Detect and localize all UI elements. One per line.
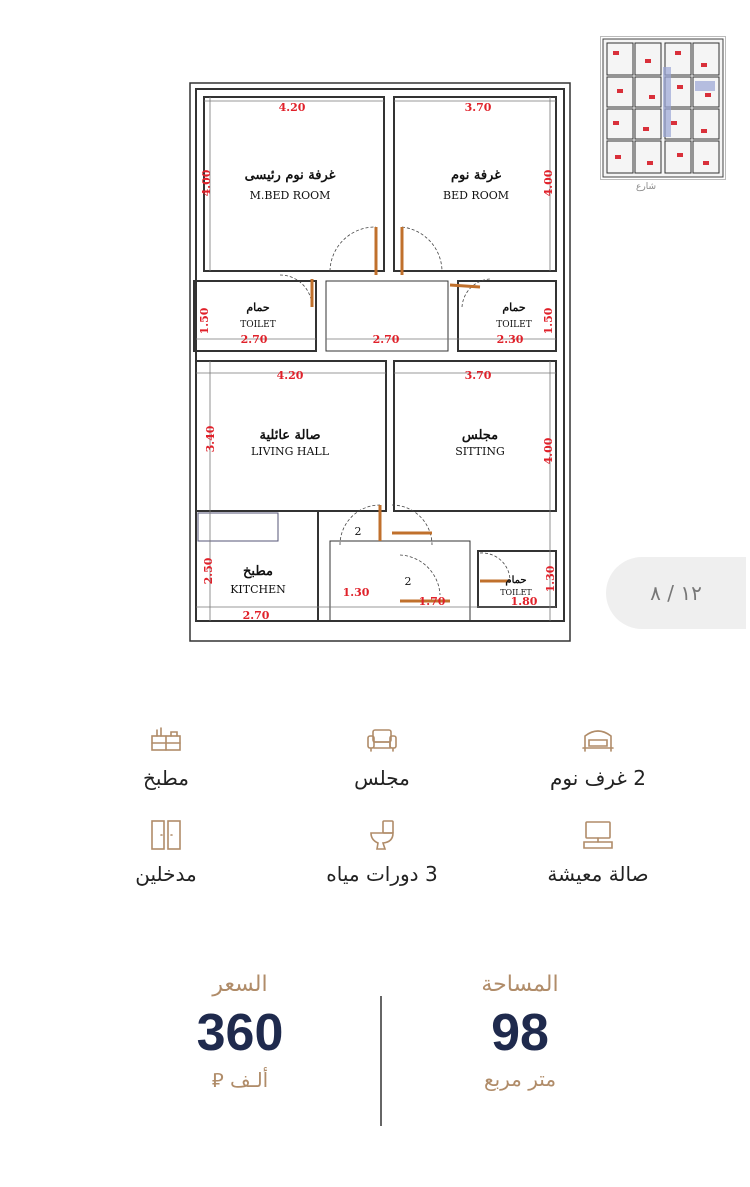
feature-kitchen: مطبخ [76, 722, 256, 790]
room-bed-ar: غرفة نوم [451, 168, 501, 183]
doors-icon [151, 820, 181, 850]
feature-entrances: مدخلين [76, 818, 256, 886]
price-unit: ألـف ⃁ [211, 1068, 269, 1092]
dim-toilet3-bottom: 1.80 [511, 595, 538, 608]
feature-toilets: 3 دورات مياه [292, 818, 472, 886]
dim-toilet-right-side: 1.50 [542, 307, 555, 334]
dim-toilet-right-bottom: 2.30 [497, 333, 524, 346]
room-toilet2-ar: حمام [502, 301, 526, 314]
dim-entry2-bottom: 1.70 [419, 595, 446, 608]
room-kitchen-ar: مطبخ [243, 564, 273, 579]
area-stat: المساحة 98 متر مربع [420, 972, 620, 1091]
feature-sitting-label: مجلس [354, 766, 410, 790]
area-title: المساحة [481, 972, 559, 997]
feature-sitting: مجلس [292, 722, 472, 790]
room-toilet1-en: TOILET [240, 320, 276, 330]
dim-living-side: 3.40 [204, 425, 217, 452]
building-thumbnail-drawing [602, 38, 724, 178]
dim-top-right: 3.70 [465, 101, 492, 114]
dim-entry-bottom: 1.30 [343, 586, 370, 599]
sofa-icon [367, 729, 397, 752]
dim-living-top: 4.20 [277, 369, 304, 382]
dim-sitting-top: 3.70 [465, 369, 492, 382]
area-value: 98 [491, 1004, 549, 1062]
room-kitchen-en: KITCHEN [230, 583, 286, 596]
bed-icon [582, 730, 614, 752]
feature-entrances-label: مدخلين [135, 862, 197, 886]
tv-icon [583, 821, 613, 849]
room-toilet3-en: TOILET [500, 588, 532, 597]
door-number-2: 2 [405, 575, 412, 588]
room-living-en: LIVING HALL [251, 445, 330, 458]
feature-bedrooms: 2 غرف نوم [508, 722, 688, 790]
dim-bed-side: 4.00 [542, 169, 555, 196]
feature-bedrooms-label: 2 غرف نوم [550, 766, 646, 790]
dim-toilet-left-bottom: 2.70 [241, 333, 268, 346]
stats-divider [380, 996, 382, 1126]
door-number-1: 2 [355, 525, 362, 538]
dim-kitchen-side: 2.50 [202, 557, 215, 584]
floor-plan-drawing: 4.20 3.70 4.00 4.00 1.50 1.50 2.70 2.70 … [189, 82, 571, 642]
room-sitting-en: SITTING [455, 445, 505, 458]
floor-plan: 4.20 3.70 4.00 4.00 1.50 1.50 2.70 2.70 … [180, 75, 580, 645]
room-living-ar: صالة عائلية [260, 428, 321, 443]
room-mbed-en: M.BED ROOM [250, 189, 331, 202]
dim-toilet3-side: 1.30 [544, 565, 557, 592]
price-title: السعر [212, 972, 268, 997]
dim-corridor-bottom: 2.70 [373, 333, 400, 346]
feature-toilets-label: 3 دورات مياه [326, 862, 438, 886]
feature-living-label: صالة معيشة [547, 862, 649, 886]
room-bed-en: BED ROOM [443, 189, 509, 202]
dim-mbed-side: 4.00 [200, 169, 213, 196]
thumbnail-caption: شارع [636, 182, 656, 192]
price-value: 360 [196, 1004, 284, 1062]
room-toilet3-ar: حمام [505, 575, 526, 586]
room-mbed-ar: غرفة نوم رئيسى [245, 168, 336, 183]
kitchen-icon [151, 727, 181, 751]
feature-living: صالة معيشة [508, 818, 688, 886]
toilet-icon [370, 820, 394, 850]
image-pager[interactable]: ١٢ / ٨ [606, 557, 746, 629]
dim-kitchen-bottom: 2.70 [243, 609, 270, 622]
area-unit: متر مربع [483, 1067, 557, 1091]
room-toilet2-en: TOILET [496, 320, 532, 330]
room-sitting-ar: مجلس [462, 428, 498, 443]
price-stat: السعر 360 ألـف ⃁ [140, 972, 340, 1093]
dim-top-left: 4.20 [279, 101, 306, 114]
feature-kitchen-label: مطبخ [142, 766, 190, 790]
building-thumbnail[interactable] [600, 36, 726, 180]
dim-toilet-left-side: 1.50 [198, 307, 211, 334]
dim-sitting-side: 4.00 [542, 437, 555, 464]
room-toilet1-ar: حمام [246, 301, 270, 314]
